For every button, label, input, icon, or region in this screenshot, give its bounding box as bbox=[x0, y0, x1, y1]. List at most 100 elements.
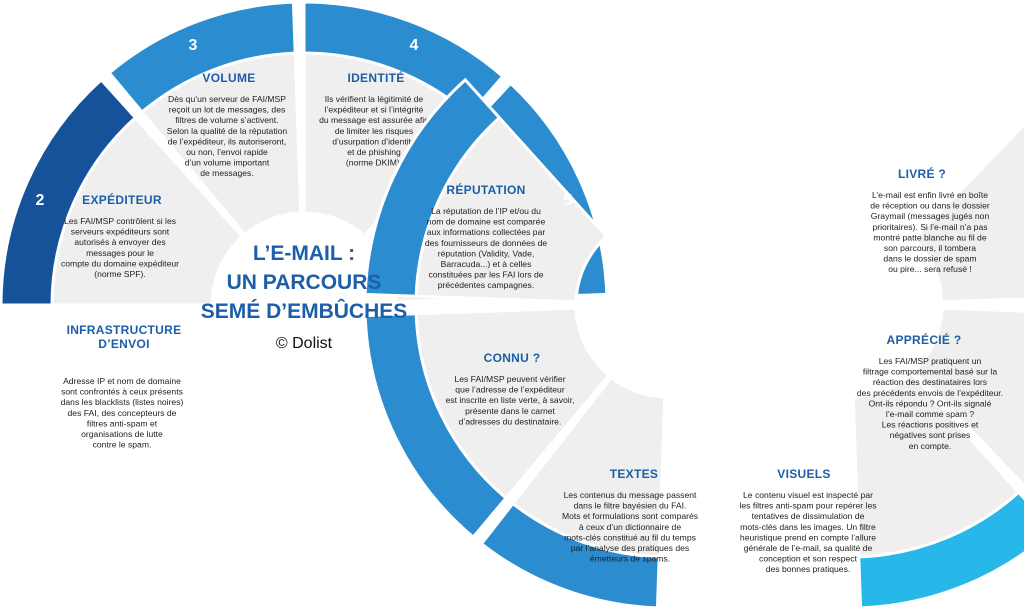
step-5-body-line: aux informations collectées par bbox=[427, 227, 546, 237]
step-1-body-line: des FAI, des concepteurs de bbox=[68, 408, 177, 418]
step-5-title: RÉPUTATION bbox=[446, 182, 525, 197]
step-9-body-line: filtrage comportemental basé sur la bbox=[863, 367, 997, 377]
step-5-body-line: constituées par les FAI lors de bbox=[428, 270, 543, 280]
step-5: 5 RÉPUTATION La réputation de l’IP et/ou d… bbox=[363, 77, 609, 304]
step-6-band bbox=[363, 312, 509, 540]
step-7-body-line: Les contenus du message passent bbox=[564, 490, 697, 500]
step-3-band bbox=[302, 0, 505, 117]
step-9-body-line: en compte. bbox=[909, 441, 952, 451]
step-4-body-line: d’usurpation d’identité bbox=[332, 136, 416, 146]
step-10-body-line: montré patte blanche au fil de bbox=[873, 232, 986, 242]
step-2-body-line: compte du domaine expéditeur bbox=[61, 258, 179, 268]
step-9-body-line: l’e-mail comme spam ? bbox=[886, 409, 975, 419]
step-3-body-line: de l’expéditeur, ils autoriseront, bbox=[168, 136, 286, 146]
step-1-number: 1 bbox=[40, 401, 49, 418]
step-3-body-line: de messages. bbox=[200, 168, 254, 178]
step-6-body-line: que l’adresse de l’expéditeur bbox=[455, 385, 565, 395]
step-10-body-line: dans le dossier de spam bbox=[883, 254, 976, 264]
step-10-number: 10 bbox=[836, 248, 854, 265]
step-4-body-line: de limiter les risques bbox=[335, 126, 413, 136]
step-1-title: INFRASTRUCTURE bbox=[67, 323, 182, 337]
step-10-body-line: ou pire... sera refusé ! bbox=[888, 264, 972, 274]
step-2-body-line: autorisés à envoyer des bbox=[74, 237, 165, 247]
step-7-body-line: mots-clés constitué au fil du temps bbox=[564, 532, 696, 542]
step-7-title: TEXTES bbox=[610, 467, 658, 481]
step-4-body-line: et de phishing bbox=[347, 147, 401, 157]
step-10-body-line: prioritaires). Si l’e-mail n’a pas bbox=[872, 222, 987, 232]
step-8-body-line: mots-clés dans les images. Un filtre bbox=[740, 522, 876, 532]
center-title-line-3: SEMÉ D’EMBÛCHES bbox=[201, 299, 408, 323]
center-title-line-2: UN PARCOURS bbox=[227, 271, 382, 294]
step-10: 10 LIVRÉ ? L’e-mail est enfin livré en boî… bbox=[836, 122, 1024, 304]
step-8-number: 8 bbox=[766, 423, 775, 440]
step-10-body-line: Graymail (messages jugés non bbox=[871, 211, 990, 221]
step-8-title: VISUELS bbox=[777, 467, 830, 481]
step-6-body-line: présente dans le carnet bbox=[465, 406, 555, 416]
step-2-title: EXPÉDITEUR bbox=[82, 192, 162, 207]
step-2-body-line: serveurs expéditeurs sont bbox=[71, 227, 170, 237]
step-8-body-line: conception et son respect bbox=[759, 554, 858, 564]
step-9-title: APPRÉCIÉ ? bbox=[886, 332, 961, 347]
step-1-body-line: organisations de lutte bbox=[81, 429, 163, 439]
step-6-body-line: est inscrite en liste verte, à savoir, bbox=[446, 395, 575, 405]
step-1-body-line: Adresse IP et nom de domaine bbox=[63, 376, 181, 386]
step-1-body-line: contre le spam. bbox=[93, 440, 152, 450]
step-5-body-line: La réputation de l’IP et/ou du bbox=[431, 206, 541, 216]
step-3-body-line: filtres de volume s’activent. bbox=[175, 115, 278, 125]
step-9-body-line: Les FAI/MSP pratiquent un bbox=[879, 356, 982, 366]
step-3-body-line: Selon la qualité de la réputation bbox=[167, 126, 288, 136]
center-label: L’E-MAIL : UN PARCOURS SEMÉ D’EMBÛCHES ©… bbox=[201, 242, 408, 352]
step-8-body-line: générale de l’e-mail, sa qualité de bbox=[744, 543, 873, 553]
step-2-body-line: messages pour le bbox=[86, 248, 154, 258]
step-8-body-line: tentatives de dissimulation de bbox=[752, 511, 865, 521]
step-5-body-line: des fournisseurs de données de bbox=[425, 238, 548, 248]
step-8-body-line: Le contenu visuel est inspecté par bbox=[743, 490, 873, 500]
center-credit: © Dolist bbox=[276, 335, 333, 352]
step-7-body-line: émetteurs de spams. bbox=[590, 554, 670, 564]
step-10-body-line: son parcours, il tombera bbox=[884, 243, 976, 253]
step-4-body-line: (norme DKIM). bbox=[346, 158, 402, 168]
step-7-band bbox=[479, 501, 661, 610]
step-3-body-line: reçoit un lot de messages, des bbox=[169, 105, 286, 115]
step-2-band bbox=[107, 0, 297, 115]
step-3-body-line: Dès qu’un serveur de FAI/MSP bbox=[168, 94, 286, 104]
step-4-body-line: l’expéditeur et si l’intégrité bbox=[325, 105, 424, 115]
step-9-panel bbox=[911, 306, 1024, 488]
step-6-body-line: d’adresses du destinataire. bbox=[459, 416, 562, 426]
step-2-number: 2 bbox=[36, 192, 45, 209]
step-5-body-line: précédentes campagnes. bbox=[438, 280, 535, 290]
step-5-body-line: Barracuda...) et à celles bbox=[441, 259, 532, 269]
step-5-body-line: nom de domaine est comparée bbox=[427, 217, 546, 227]
step-6-body-line: Les FAI/MSP peuvent vérifier bbox=[454, 374, 565, 384]
step-3-number: 3 bbox=[189, 37, 198, 54]
step-9-body-line: réaction des destinataires lors bbox=[873, 377, 987, 387]
step-10-title: LIVRÉ ? bbox=[898, 166, 946, 181]
step-10-body-line: de réception ou dans le dossier bbox=[870, 201, 990, 211]
step-1-body-line: filtres anti-spam et bbox=[87, 418, 158, 428]
step-5-band bbox=[363, 77, 502, 298]
step-1-title: D’ENVOI bbox=[98, 337, 149, 351]
step-5-number: 5 bbox=[564, 192, 573, 209]
step-7-body-line: par l’analyse des pratiques des bbox=[571, 543, 689, 553]
step-4-body-line: du message est assurée afin bbox=[319, 115, 429, 125]
step-3-title: VOLUME bbox=[202, 71, 255, 85]
step-6-number: 6 bbox=[593, 348, 602, 365]
step-1-body-line: dans les blacklists (listes noires) bbox=[61, 397, 184, 407]
step-7-body-line: dans le filtre bayésien du FAI. bbox=[574, 501, 687, 511]
step-5-body-line: réputation (Validity, Vade, bbox=[438, 248, 535, 258]
step-10-body-line: L’e-mail est enfin livré en boîte bbox=[872, 190, 988, 200]
step-3-body-line: d’un volume important bbox=[185, 158, 270, 168]
step-9-body-line: Ont-ils répondu ? Ont-ils signalé bbox=[869, 398, 992, 408]
step-7-number: 7 bbox=[664, 423, 673, 440]
step-1-body-line: sont confrontés à ceux présents bbox=[61, 387, 183, 397]
step-1-band bbox=[0, 77, 138, 307]
